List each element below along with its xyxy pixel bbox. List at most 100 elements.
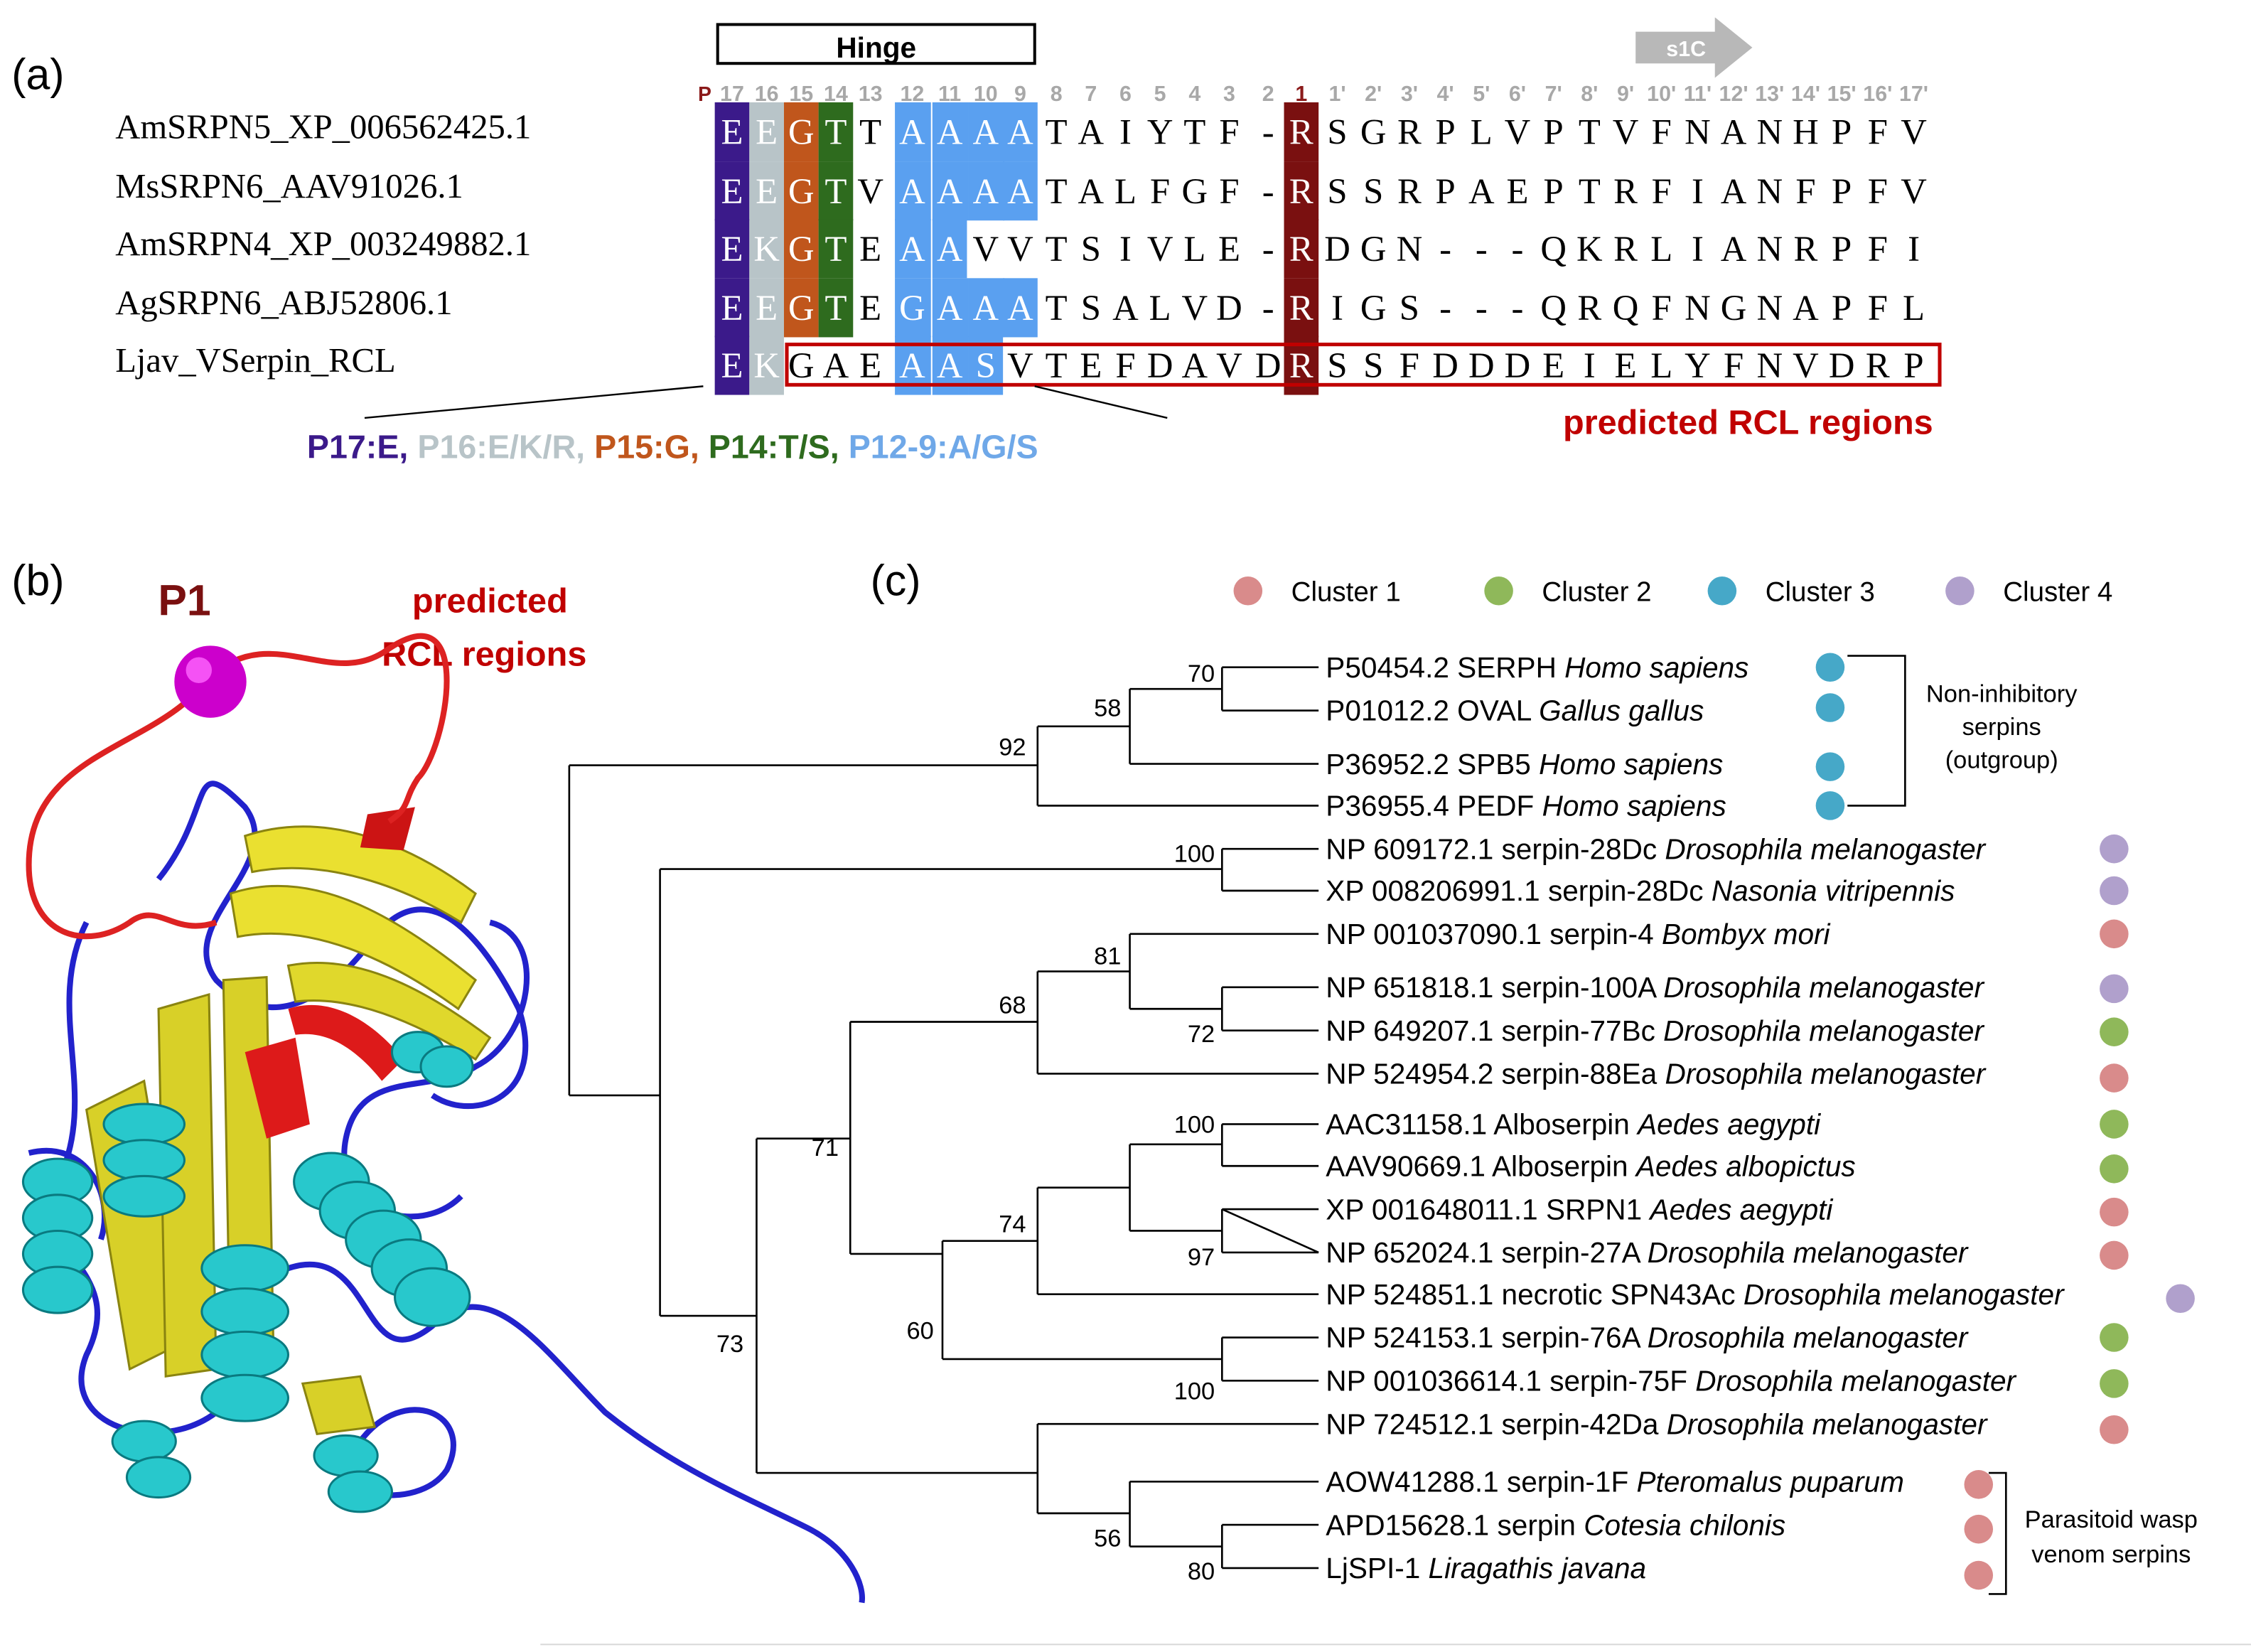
- residue: R: [1397, 112, 1422, 152]
- cluster-dot: [2100, 974, 2129, 1004]
- residue: F: [1724, 345, 1744, 385]
- venom-bracket: [1988, 1471, 2007, 1595]
- residue: G: [1360, 112, 1387, 152]
- residue-highlight: [1003, 102, 1038, 162]
- taxon-label: NP 524954.2 serpin-88Ea Drosophila melan…: [1326, 1058, 1986, 1090]
- panel-c-label: (c): [871, 556, 921, 604]
- motif-p17: P17:E,: [307, 429, 418, 466]
- residue: N: [1397, 229, 1423, 269]
- sequence-name: Ljav_VSerpin_RCL: [115, 341, 396, 380]
- residue-highlight: [1284, 102, 1319, 162]
- taxon-label: XP 008206991.1 serpin-28Dc Nasonia vitri…: [1326, 874, 1955, 907]
- residue-highlight: [1284, 278, 1319, 338]
- bootstrap-value: 60: [906, 1318, 933, 1345]
- residue: E: [859, 345, 881, 385]
- cluster-dot: [2100, 1323, 2129, 1352]
- residue: F: [1219, 171, 1239, 211]
- taxon-label: NP 524153.1 serpin-76A Drosophila melano…: [1326, 1321, 1969, 1354]
- taxon-label: NP 001036614.1 serpin-75F Drosophila mel…: [1326, 1365, 2016, 1398]
- residue: D: [1468, 345, 1495, 385]
- residue: E: [859, 229, 881, 269]
- residue-highlight: [714, 161, 750, 221]
- residue: A: [899, 345, 925, 385]
- residue-highlight: [783, 102, 819, 162]
- residue: D: [1505, 345, 1531, 385]
- position-number: 4': [1437, 82, 1454, 106]
- sequence-name: AgSRPN6_ABJ52806.1: [115, 284, 452, 322]
- residue-highlight: [968, 102, 1005, 162]
- residue: F: [1400, 345, 1419, 385]
- rcl-label-b-line2: RCL regions: [382, 635, 586, 674]
- hinge-label: Hinge: [836, 31, 916, 64]
- s1c-arrow-icon: [1635, 17, 1753, 78]
- venom-label-line1: Parasitoid wasp: [2025, 1506, 2198, 1533]
- residue: D: [1829, 345, 1855, 385]
- residue-highlight: [1284, 219, 1319, 279]
- residue: N: [1756, 112, 1783, 152]
- residue: T: [1046, 345, 1068, 385]
- hinge-box: [716, 23, 1036, 65]
- residue: I: [1331, 288, 1343, 328]
- residue: A: [1721, 229, 1747, 269]
- residue: F: [1795, 171, 1815, 211]
- residue-highlight: [932, 278, 969, 338]
- residue: E: [756, 171, 778, 211]
- position-number: 14: [824, 82, 848, 106]
- position-number: 4: [1188, 82, 1200, 106]
- cluster-dot: [2166, 1284, 2195, 1314]
- position-number: 3: [1223, 82, 1235, 106]
- residue: E: [1615, 345, 1637, 385]
- residue: S: [1081, 288, 1101, 328]
- residue: V: [1147, 229, 1173, 269]
- cluster-dot: [2100, 1415, 2129, 1444]
- residue: Q: [1540, 229, 1567, 269]
- position-number: 7': [1545, 82, 1562, 106]
- position-number: 16': [1863, 82, 1892, 106]
- residue-highlight: [968, 278, 1005, 338]
- residue: V: [1007, 229, 1033, 269]
- residue: K: [1576, 229, 1603, 269]
- panel-b-label: (b): [11, 556, 64, 604]
- residue: P: [1544, 171, 1564, 211]
- residue: D: [1255, 345, 1282, 385]
- position-number: 7: [1085, 82, 1097, 106]
- residue: A: [1112, 288, 1139, 328]
- position-number: 15': [1827, 82, 1857, 106]
- residue: P: [1832, 229, 1852, 269]
- position-number: 5': [1473, 82, 1490, 106]
- residue: T: [1579, 171, 1601, 211]
- residue: K: [753, 345, 780, 385]
- residue: E: [721, 288, 743, 328]
- position-number: 10': [1647, 82, 1676, 106]
- residue: T: [1046, 112, 1068, 152]
- cluster-legend-dot: [1233, 576, 1263, 606]
- callout-line-left: [364, 385, 704, 419]
- position-number: 2': [1365, 82, 1382, 106]
- p1-label: P1: [158, 576, 210, 625]
- residue: E: [756, 112, 778, 152]
- position-number: 9: [1014, 82, 1026, 106]
- residue: S: [976, 345, 996, 385]
- bootstrap-value: 100: [1174, 1378, 1215, 1405]
- bootstrap-value: 100: [1174, 1112, 1215, 1139]
- residue: A: [823, 345, 849, 385]
- residue: A: [1182, 345, 1208, 385]
- residue: -: [1262, 112, 1274, 152]
- residue-highlight: [783, 278, 819, 338]
- residue: A: [1468, 171, 1495, 211]
- residue: A: [1078, 171, 1105, 211]
- position-number: 6: [1119, 82, 1132, 106]
- residue-highlight: [714, 278, 750, 338]
- sequence-name: MsSRPN6_AAV91026.1: [115, 167, 463, 205]
- residue: L: [1149, 288, 1171, 328]
- position-prefix: P: [698, 83, 711, 106]
- bootstrap-value: 70: [1188, 660, 1215, 687]
- residue: V: [1613, 112, 1639, 152]
- taxon-label: NP 649207.1 serpin-77Bc Drosophila melan…: [1326, 1014, 1984, 1047]
- residue: L: [1183, 229, 1205, 269]
- residue: A: [937, 112, 963, 152]
